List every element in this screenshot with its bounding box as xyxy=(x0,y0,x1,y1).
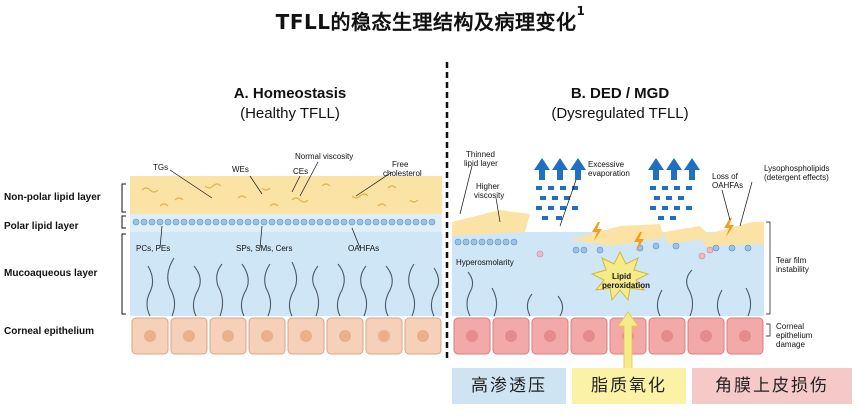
panel-a-heading: A. Homeostasis xyxy=(233,85,347,102)
ann-excessive-1: Excessive xyxy=(588,160,625,169)
ann-corneal-damage-1: Corneal xyxy=(776,322,805,331)
up-arrow-icon xyxy=(534,158,700,180)
ann-lipid-peroxidation-1: Lipid xyxy=(612,272,632,281)
b-mucin-strands xyxy=(466,269,752,317)
panel-a-subheading: (Healthy TFLL) xyxy=(240,105,340,122)
ann-thinned-2: lipid layer xyxy=(464,159,498,168)
ann-hyperosmolarity: Hyperosmolarity xyxy=(456,258,514,267)
b-cell-nuclei xyxy=(466,330,751,342)
ann-corneal-damage-2: epithelium xyxy=(776,331,813,340)
ann-tgs: TGs xyxy=(153,163,169,172)
explosion-icon xyxy=(590,250,650,302)
ann-lyso-2: (detergent effects) xyxy=(764,173,829,182)
ann-tear-film-2: instability xyxy=(776,265,809,274)
label-mucoaqueous-layer: Mucoaqueous layer xyxy=(4,268,98,279)
label-corneal-epithelium: Corneal epithelium xyxy=(4,326,95,337)
layer-brackets xyxy=(121,183,126,315)
ann-wes: WEs xyxy=(232,165,249,174)
b-leader-lines xyxy=(459,165,771,337)
ann-free-cholesterol-1: Free xyxy=(392,160,409,169)
panel-b-title: B. DED / MGD (Dysregulated TFLL) xyxy=(520,84,720,124)
tag-corneal-damage: 角膜上皮损伤 xyxy=(692,368,852,404)
ann-lyso-1: Lysophospholipids xyxy=(764,164,830,173)
label-nonpolar-layer: Non-polar lipid layer xyxy=(4,192,101,203)
ann-sps-sms-cers: SPs, SMs, Cers xyxy=(236,244,293,253)
ann-oahfas: OAHFAs xyxy=(348,244,380,253)
evaporation-dashes xyxy=(536,186,692,220)
a-mucoaqueous-band xyxy=(130,232,442,316)
yellow-up-arrow xyxy=(617,311,639,373)
page-title: TFLL的稳态生理结构及病理变化1 xyxy=(0,4,861,35)
lightning-icon xyxy=(592,218,734,251)
a-leader-lines xyxy=(159,161,393,249)
b-corneal-cells xyxy=(453,317,764,355)
panel-a-title: A. Homeostasis (Healthy TFLL) xyxy=(190,84,390,124)
a-lipid-squiggles xyxy=(141,183,419,207)
ann-tear-film-1: Tear film xyxy=(776,256,807,265)
ann-loss-1: Loss of xyxy=(712,172,738,181)
tag-lipid-oxidation: 脂质氧化 xyxy=(572,368,686,404)
ann-higher-1: Higher xyxy=(476,182,500,191)
panel-b-subheading: (Dysregulated TFLL) xyxy=(551,105,689,122)
ann-free-cholesterol-2: cholesterol xyxy=(383,169,422,178)
title-footnote: 1 xyxy=(576,4,586,18)
ann-loss-2: OAHFAs xyxy=(712,181,744,190)
a-polar-heads xyxy=(132,218,436,226)
a-corneal-cells xyxy=(131,317,442,355)
ann-lipid-peroxidation-2: peroxidation xyxy=(602,281,651,290)
ann-excessive-2: evaporation xyxy=(588,169,630,178)
ann-ces: CEs xyxy=(293,167,309,176)
ann-higher-2: viscosity xyxy=(474,191,505,200)
panel-b-heading: B. DED / MGD xyxy=(570,85,670,102)
title-text: TFLL的稳态生理结构及病理变化 xyxy=(275,10,577,34)
ann-thinned-1: Thinned xyxy=(466,150,495,159)
a-cell-nuclei xyxy=(144,330,429,342)
tag-hyperosmolarity: 高渗透压 xyxy=(452,368,566,404)
b-lysophospholipids xyxy=(536,246,714,260)
label-polar-layer: Polar lipid layer xyxy=(4,221,79,232)
a-nonpolar-lipid-band xyxy=(130,176,442,214)
b-polar-heads xyxy=(454,238,752,254)
a-mucin-strands xyxy=(146,257,440,317)
ann-normal-viscosity: Normal viscosity xyxy=(295,152,354,161)
ann-pcs-pes: PCs, PEs xyxy=(136,244,171,253)
ann-corneal-damage-3: damage xyxy=(776,340,805,349)
